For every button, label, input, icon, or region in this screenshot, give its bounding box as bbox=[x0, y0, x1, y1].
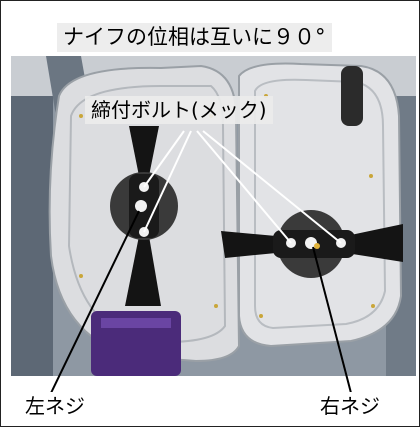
knife-phase-title: ナイフの位相は互いに９０° bbox=[57, 23, 332, 52]
left-frame-beam bbox=[11, 96, 53, 376]
left-blade-top bbox=[129, 126, 159, 176]
bolt-leader-4 bbox=[202, 130, 342, 244]
left-thread-leader bbox=[50, 210, 140, 394]
right-deck-rib bbox=[254, 78, 387, 330]
left-center-bolt bbox=[135, 200, 147, 212]
motor-highlight bbox=[101, 318, 171, 328]
right-blade-left bbox=[221, 231, 276, 258]
bolt-leader-1 bbox=[143, 130, 185, 188]
right-thread-leader bbox=[312, 246, 352, 394]
bolt-leader-2 bbox=[143, 130, 192, 233]
right-deck-housing bbox=[238, 62, 403, 348]
left-thread-label: 左ネジ bbox=[19, 392, 91, 420]
handle-bracket bbox=[341, 66, 363, 126]
left-blade-bottom bbox=[125, 236, 161, 306]
bolt-leader-3 bbox=[196, 130, 292, 244]
right-thread-label: 右ネジ bbox=[314, 392, 386, 420]
right-blade-right bbox=[346, 224, 403, 262]
bolt-callout-label: 締付ボルト(メック) bbox=[85, 96, 273, 124]
mower-deck-render bbox=[11, 56, 416, 376]
right-hub-marker bbox=[314, 243, 320, 249]
